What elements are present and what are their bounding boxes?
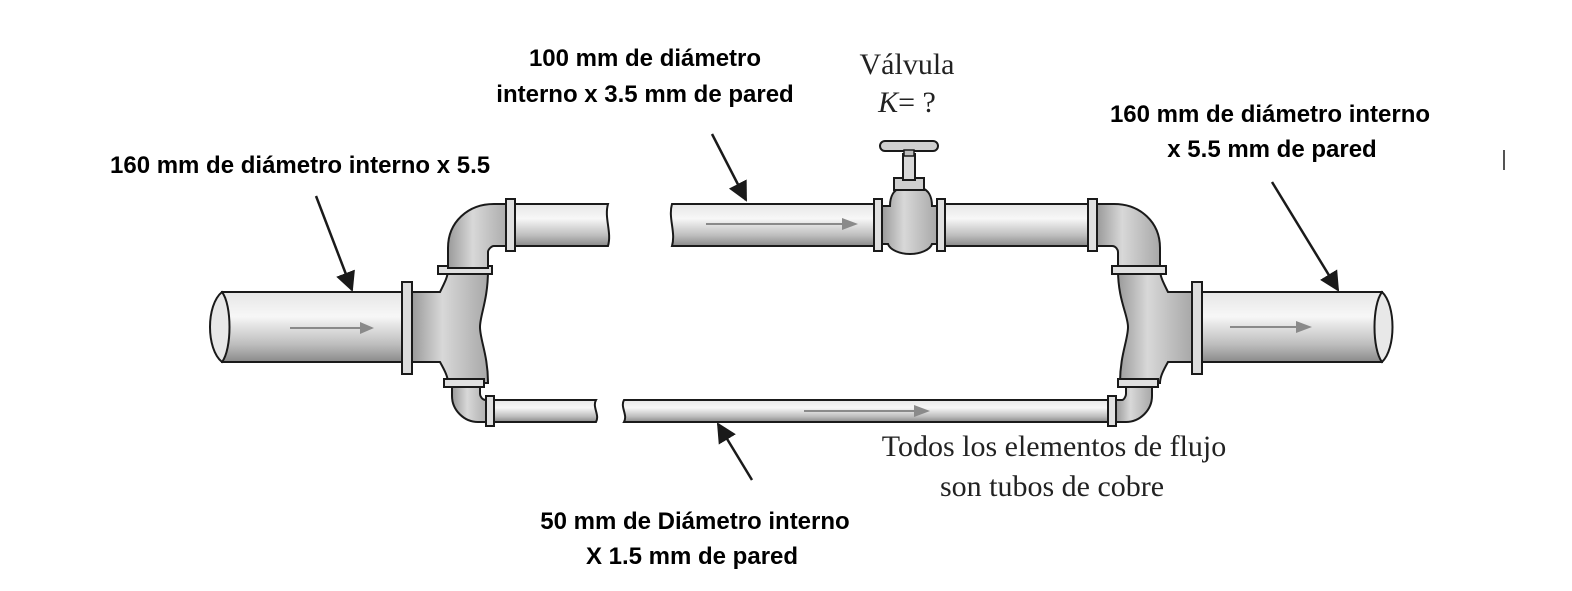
right-tee	[1111, 265, 1193, 388]
leader-arrow-outlet	[1270, 181, 1340, 292]
upper-left-elbow	[447, 198, 516, 269]
lower-branch-pipe-left	[493, 399, 599, 423]
upper-branch-pipe	[669, 203, 877, 247]
gate-valve	[873, 140, 946, 256]
leader-arrow-inlet	[314, 195, 355, 292]
leader-arrow-upper-branch	[710, 133, 748, 202]
upper-branch-label-line1: 100 mm de diámetro	[529, 45, 761, 72]
upper-branch-label-line2: interno x 3.5 mm de pared	[496, 81, 793, 108]
outlet-pipe-label-line1: 160 mm de diámetro interno	[1110, 101, 1430, 128]
upper-branch-pipe-left	[514, 203, 611, 247]
outlet-pipe-label-line2: x 5.5 mm de pared	[1167, 136, 1376, 163]
outlet-flange	[1191, 281, 1203, 375]
leader-arrow-lower-branch	[716, 422, 754, 481]
lower-branch-label-line2: X 1.5 mm de pared	[586, 543, 798, 570]
upper-branch-pipe-right	[944, 198, 1098, 252]
note-line1: Todos los elementos de flujo	[882, 430, 1227, 463]
left-tee	[411, 265, 493, 388]
lower-branch-label-line1: 50 mm de Diámetro interno	[540, 508, 849, 535]
inlet-pipe	[209, 290, 409, 364]
upper-right-elbow	[1096, 203, 1161, 269]
lower-branch-pipe	[621, 395, 1117, 427]
valve-k-value: = ?	[898, 86, 936, 119]
valve-k-symbol: K	[877, 86, 900, 119]
note-line2: son tubos de cobre	[940, 470, 1164, 503]
valve-k-label: K= ?	[877, 86, 936, 119]
lower-right-elbow	[1115, 386, 1153, 423]
valve-title: Válvula	[860, 48, 955, 81]
outlet-pipe	[1201, 290, 1394, 364]
inlet-flange	[401, 281, 413, 375]
lower-left-elbow	[451, 386, 495, 427]
inlet-pipe-label: 160 mm de diámetro interno x 5.5	[110, 152, 490, 179]
